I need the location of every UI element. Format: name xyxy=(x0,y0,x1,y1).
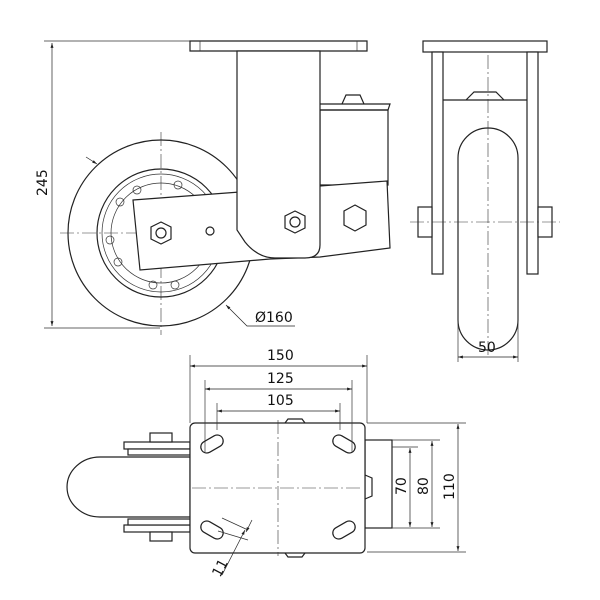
hole-spacing-width-outer-label: 80 xyxy=(416,477,432,495)
fork-bracket xyxy=(236,50,321,259)
spring-bolt-head xyxy=(343,204,367,232)
top-view: 150 125 105 110 80 70 11 xyxy=(66,348,466,580)
mounting-slots xyxy=(200,434,356,540)
top-plate xyxy=(189,40,368,52)
rim-spokes xyxy=(105,180,183,290)
top-spring-housing xyxy=(364,439,393,529)
fork-leg-right xyxy=(526,51,539,275)
axle-nut xyxy=(150,221,172,245)
spring-housing xyxy=(319,109,389,186)
top-wheel xyxy=(66,456,191,518)
wheel-width-label: 50 xyxy=(478,340,496,356)
grease-nipple xyxy=(205,226,215,236)
slot-width-label: 11 xyxy=(209,557,231,580)
front-top-plate xyxy=(422,40,548,53)
plate-width-label: 110 xyxy=(442,473,458,500)
plate-length-label: 150 xyxy=(267,348,294,364)
height-dimension-label: 245 xyxy=(35,169,51,196)
hole-spacing-inner-label: 105 xyxy=(267,393,294,409)
hole-spacing-width-inner-label: 70 xyxy=(394,477,410,495)
side-view: 245 Ø160 xyxy=(35,40,391,335)
front-view: 50 xyxy=(410,40,560,362)
pivot-nut xyxy=(284,210,306,234)
hole-spacing-outer-label: 125 xyxy=(267,371,294,387)
fork-leg-left xyxy=(431,51,444,275)
top-mounting-plate xyxy=(189,422,366,554)
wheel-diameter-label: Ø160 xyxy=(255,310,293,326)
